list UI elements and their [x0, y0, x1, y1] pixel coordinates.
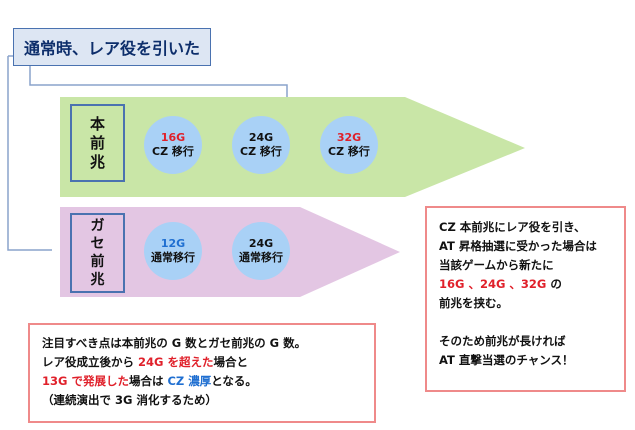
gase-arrow — [60, 207, 400, 297]
honzencho-circle-24g: 24G CZ 移行 — [232, 116, 290, 174]
bottom-callout-blue-text: CZ 濃厚 — [167, 374, 212, 388]
bottom-callout-text: 場合は — [128, 374, 168, 388]
bottom-callout-text: 場合と — [213, 355, 248, 369]
honzencho-arrow — [60, 97, 525, 197]
circle-text: 通常移行 — [151, 251, 195, 264]
gase-circle-24g: 24G 通常移行 — [232, 222, 290, 280]
bottom-callout-text: となる。 — [211, 374, 257, 388]
bottom-callout-text: レア役成立後から — [42, 355, 139, 369]
right-callout-line: 当該ゲームから新たに — [439, 258, 554, 272]
honzencho-label-char: 本 — [89, 114, 105, 133]
circle-g-value: 24G — [248, 237, 274, 250]
gase-label-char: 前 — [90, 254, 105, 270]
circle-text: 通常移行 — [239, 251, 283, 264]
circle-g-value: 24G — [248, 131, 274, 144]
honzencho-label-char: 兆 — [89, 152, 105, 171]
honzencho-circle-16g: 16G CZ 移行 — [144, 116, 202, 174]
honzencho-label-char: 前 — [89, 133, 105, 152]
circle-text: CZ 移行 — [152, 145, 194, 158]
right-callout-red-text: 16G 、24G 、32G — [439, 277, 547, 291]
circle-g-value: 12G — [160, 237, 186, 250]
circle-text: CZ 移行 — [328, 145, 370, 158]
bottom-callout-red-text: 24G を超えた — [138, 355, 214, 369]
right-callout: CZ 本前兆にレア役を引き、 AT 昇格抽選に受かった場合は 当該ゲームから新た… — [425, 206, 626, 392]
right-callout-line: 16G 、24G 、32G の — [439, 275, 624, 294]
honzencho-label: 本 前 兆 — [70, 104, 125, 182]
gase-circle-12g: 12G 通常移行 — [144, 222, 202, 280]
bottom-callout: 注目すべき点は本前兆の G 数とガセ前兆の G 数。 レア役成立後から 24G … — [28, 323, 376, 423]
right-callout-text: の — [546, 277, 562, 291]
gase-label-char: セ — [90, 236, 105, 252]
honzencho-circle-32g: 32G CZ 移行 — [320, 116, 378, 174]
bottom-callout-line: レア役成立後から 24G を超えた場合と — [42, 353, 374, 372]
bottom-callout-line: 注目すべき点は本前兆の G 数とガセ前兆の G 数。 — [42, 336, 307, 350]
right-callout-line: AT 昇格抽選に受かった場合は — [439, 239, 597, 253]
bottom-callout-line: 13G で発展した場合は CZ 濃厚となる。 — [42, 372, 374, 391]
right-callout-line: 前兆を挟む。 — [439, 296, 508, 310]
gase-label: ガ セ 前 兆 — [70, 213, 125, 293]
bottom-callout-line: （連続演出で 3G 消化するため） — [42, 393, 217, 407]
connector-line-side — [7, 56, 52, 251]
circle-g-value: 16G — [160, 131, 186, 144]
right-callout-line: CZ 本前兆にレア役を引き、 — [439, 220, 586, 234]
right-callout-line: AT 直撃当選のチャンス！ — [439, 353, 574, 367]
gase-label-char: 兆 — [90, 272, 105, 288]
circle-g-value: 32G — [336, 131, 362, 144]
circle-text: CZ 移行 — [240, 145, 282, 158]
title-box: 通常時、レア役を引いた — [13, 28, 211, 66]
gase-label-char: ガ — [90, 218, 105, 234]
right-callout-line: そのため前兆が長ければ — [439, 334, 566, 348]
bottom-callout-red-text: 13G で発展した — [42, 374, 129, 388]
connector-line-top — [29, 66, 288, 97]
